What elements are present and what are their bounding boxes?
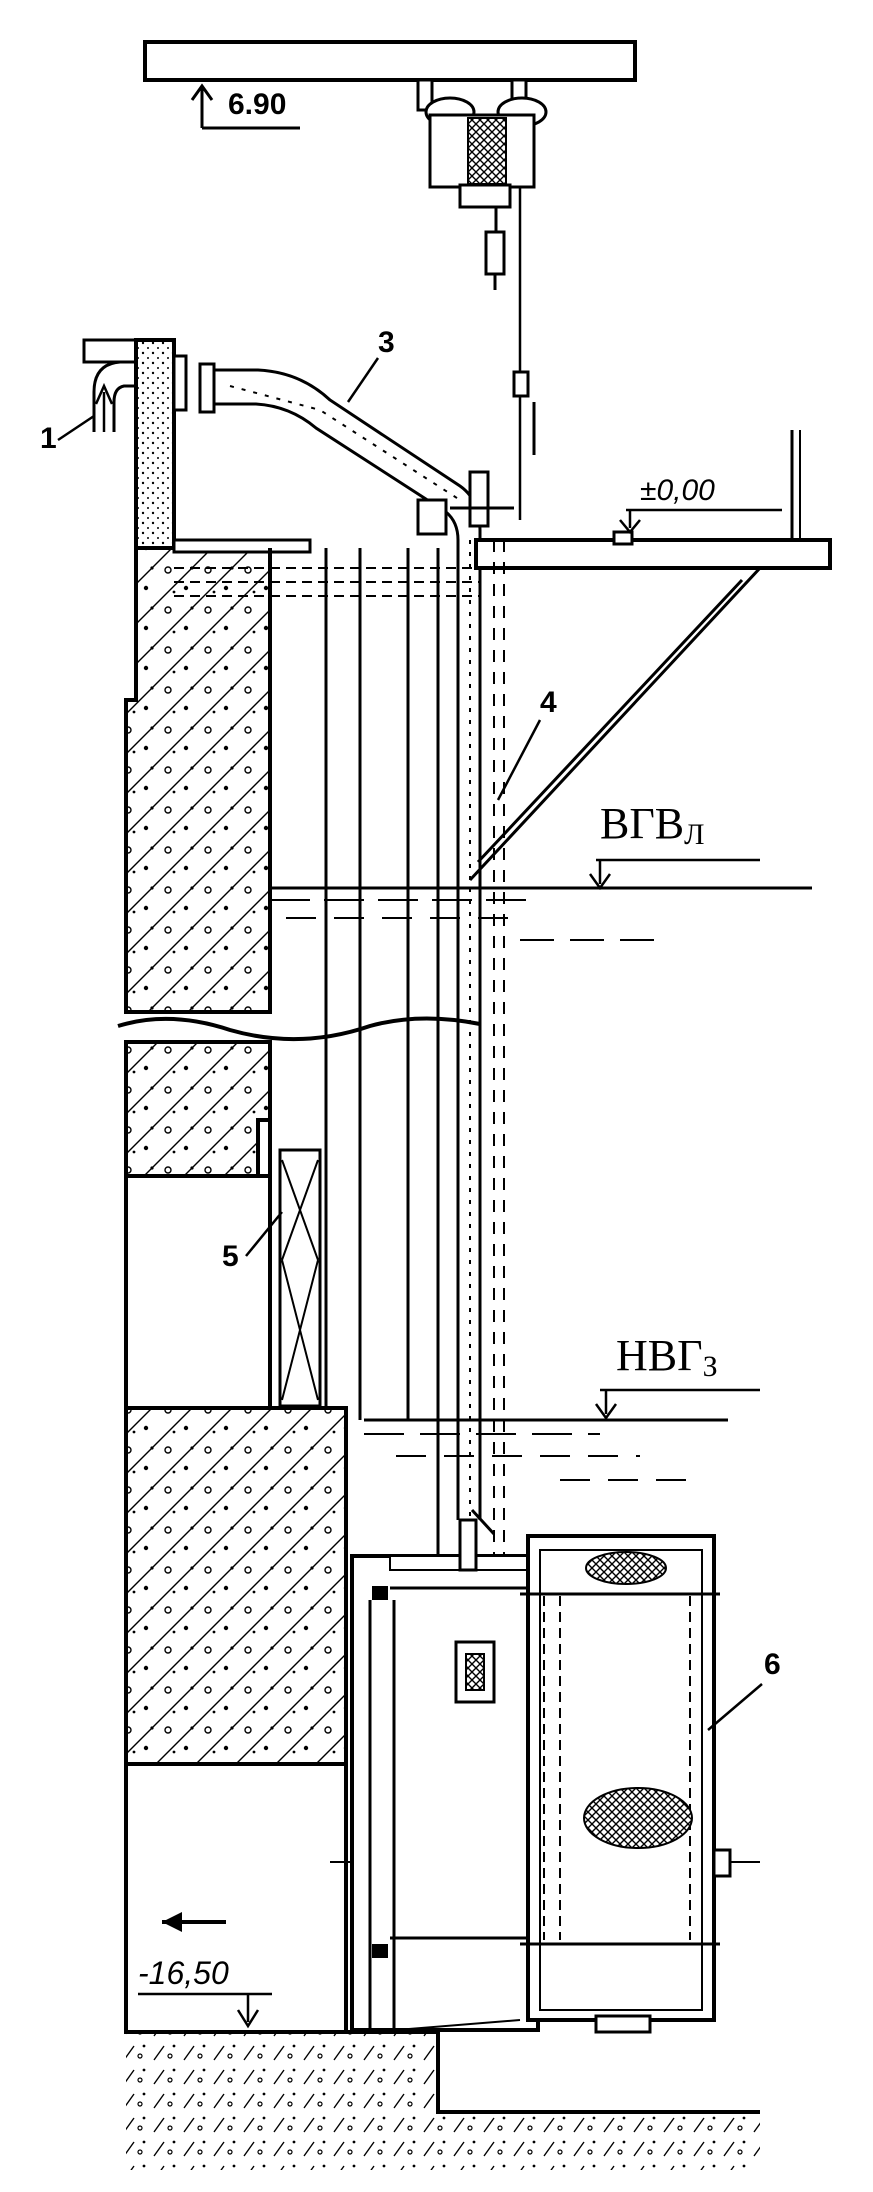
label-3: 3 [378,326,395,359]
elevation-top-marker: 6.90 [190,83,300,130]
elevation-bottom-label: -16,50 [138,1955,229,1991]
lower-wall [124,1406,348,2034]
elevation-top-label: 6.90 [228,88,286,121]
label-4: 4 [540,686,557,719]
middle-wall [124,1040,272,1410]
level-high-label: ВГВЛ [600,799,705,851]
label-5: 5 [222,1240,239,1273]
discharge-pipe [172,354,482,1520]
label-1: 1 [40,422,57,455]
screen-cage [520,1534,732,2034]
intake-pipe [92,360,136,432]
elevation-zero-marker: ±0,00 [619,474,782,534]
shaft-guides [268,540,505,1620]
left-wall [82,338,272,1014]
level-low-label: НВГЗ [616,1331,718,1383]
level-low-marker: НВГЗ [364,1331,760,1481]
break-line [117,1016,481,1042]
elevation-bottom-marker: -16,50 [138,1955,272,2029]
crane-beam [143,40,637,82]
foundation [126,2019,760,2170]
pump-frame [350,1508,540,2032]
level-high-marker: ВГВЛ [270,799,812,941]
upper-platform [172,430,832,882]
trash-rack [278,1148,322,1408]
hoist [416,78,548,520]
label-6: 6 [764,1648,781,1681]
elevation-zero-label: ±0,00 [640,474,715,507]
flow-arrow [162,1912,226,1932]
